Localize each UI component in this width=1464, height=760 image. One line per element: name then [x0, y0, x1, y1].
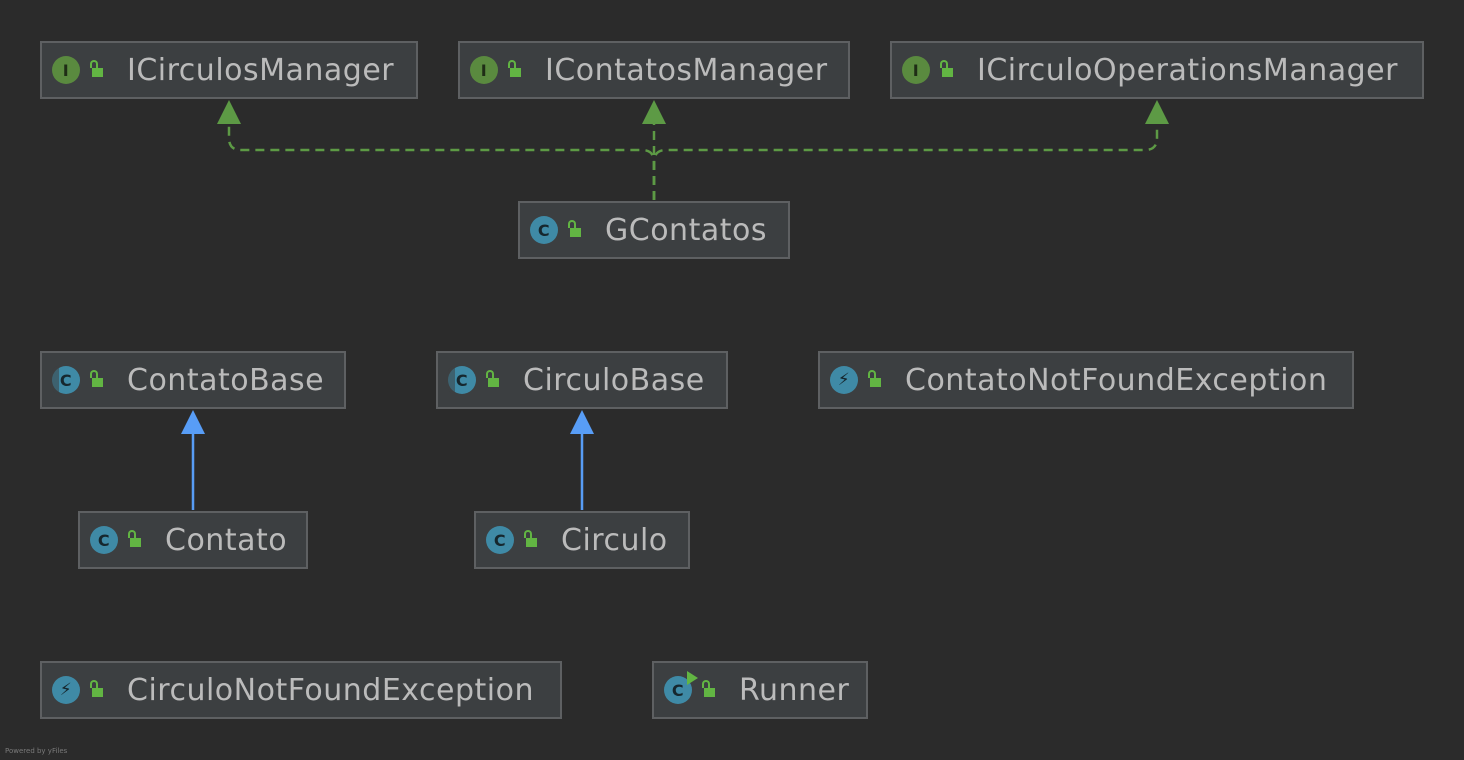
node-label: CirculoNotFoundException	[127, 672, 534, 708]
edge-gcontatos-icirculooperationsmanager	[652, 122, 1159, 200]
node-runner[interactable]: C Runner	[652, 661, 868, 719]
public-lock-icon	[507, 59, 523, 81]
node-icirculooperationsmanager[interactable]: I ICirculoOperationsManager	[890, 41, 1424, 99]
arrowhead-icirculooperationsmanager	[1145, 100, 1169, 124]
class-icon: C	[530, 216, 558, 244]
node-gcontatos[interactable]: C GContatos	[518, 201, 790, 259]
public-lock-icon	[89, 369, 105, 391]
node-label: GContatos	[605, 212, 767, 248]
public-lock-icon	[89, 679, 105, 701]
public-lock-icon	[523, 529, 539, 551]
exception-icon: ⚡	[830, 366, 858, 394]
public-lock-icon	[939, 59, 955, 81]
runnable-class-icon: C	[664, 671, 698, 704]
edge-gcontatos-icirculosmanager	[227, 122, 656, 200]
public-lock-icon	[89, 59, 105, 81]
node-icirculosmanager[interactable]: I ICirculosManager	[40, 41, 418, 99]
node-label: IContatosManager	[545, 52, 828, 88]
node-contatonotfoundexception[interactable]: ⚡ ContatoNotFoundException	[818, 351, 1354, 409]
node-label: Circulo	[561, 522, 668, 558]
public-lock-icon	[701, 679, 717, 701]
interface-icon: I	[52, 56, 80, 84]
public-lock-icon	[867, 369, 883, 391]
node-label: Runner	[739, 672, 850, 708]
node-label: ContatoNotFoundException	[905, 362, 1328, 398]
arrowhead-circulobase	[570, 410, 594, 434]
arrowhead-icirculosmanager	[217, 100, 241, 124]
public-lock-icon	[567, 219, 583, 241]
node-circulonotfoundexception[interactable]: ⚡ CirculoNotFoundException	[40, 661, 562, 719]
node-circulo[interactable]: C Circulo	[474, 511, 690, 569]
node-contato[interactable]: C Contato	[78, 511, 308, 569]
public-lock-icon	[127, 529, 143, 551]
node-contatobase[interactable]: C ContatoBase	[40, 351, 346, 409]
node-label: ContatoBase	[127, 362, 325, 398]
arrowhead-icontatosmanager	[642, 100, 666, 124]
class-icon: C	[486, 526, 514, 554]
interface-icon: I	[902, 56, 930, 84]
exception-icon: ⚡	[52, 676, 80, 704]
node-circulobase[interactable]: C CirculoBase	[436, 351, 728, 409]
node-label: ICirculoOperationsManager	[977, 52, 1398, 88]
powered-by-footer: Powered by yFiles	[5, 747, 68, 755]
node-icontatosmanager[interactable]: I IContatosManager	[458, 41, 850, 99]
abstract-class-icon: C	[52, 366, 80, 394]
abstract-class-icon: C	[448, 366, 476, 394]
public-lock-icon	[485, 369, 501, 391]
interface-icon: I	[470, 56, 498, 84]
node-label: CirculoBase	[523, 362, 705, 398]
node-label: ICirculosManager	[127, 52, 395, 88]
class-icon: C	[90, 526, 118, 554]
arrowhead-contatobase	[181, 410, 205, 434]
node-label: Contato	[165, 522, 288, 558]
